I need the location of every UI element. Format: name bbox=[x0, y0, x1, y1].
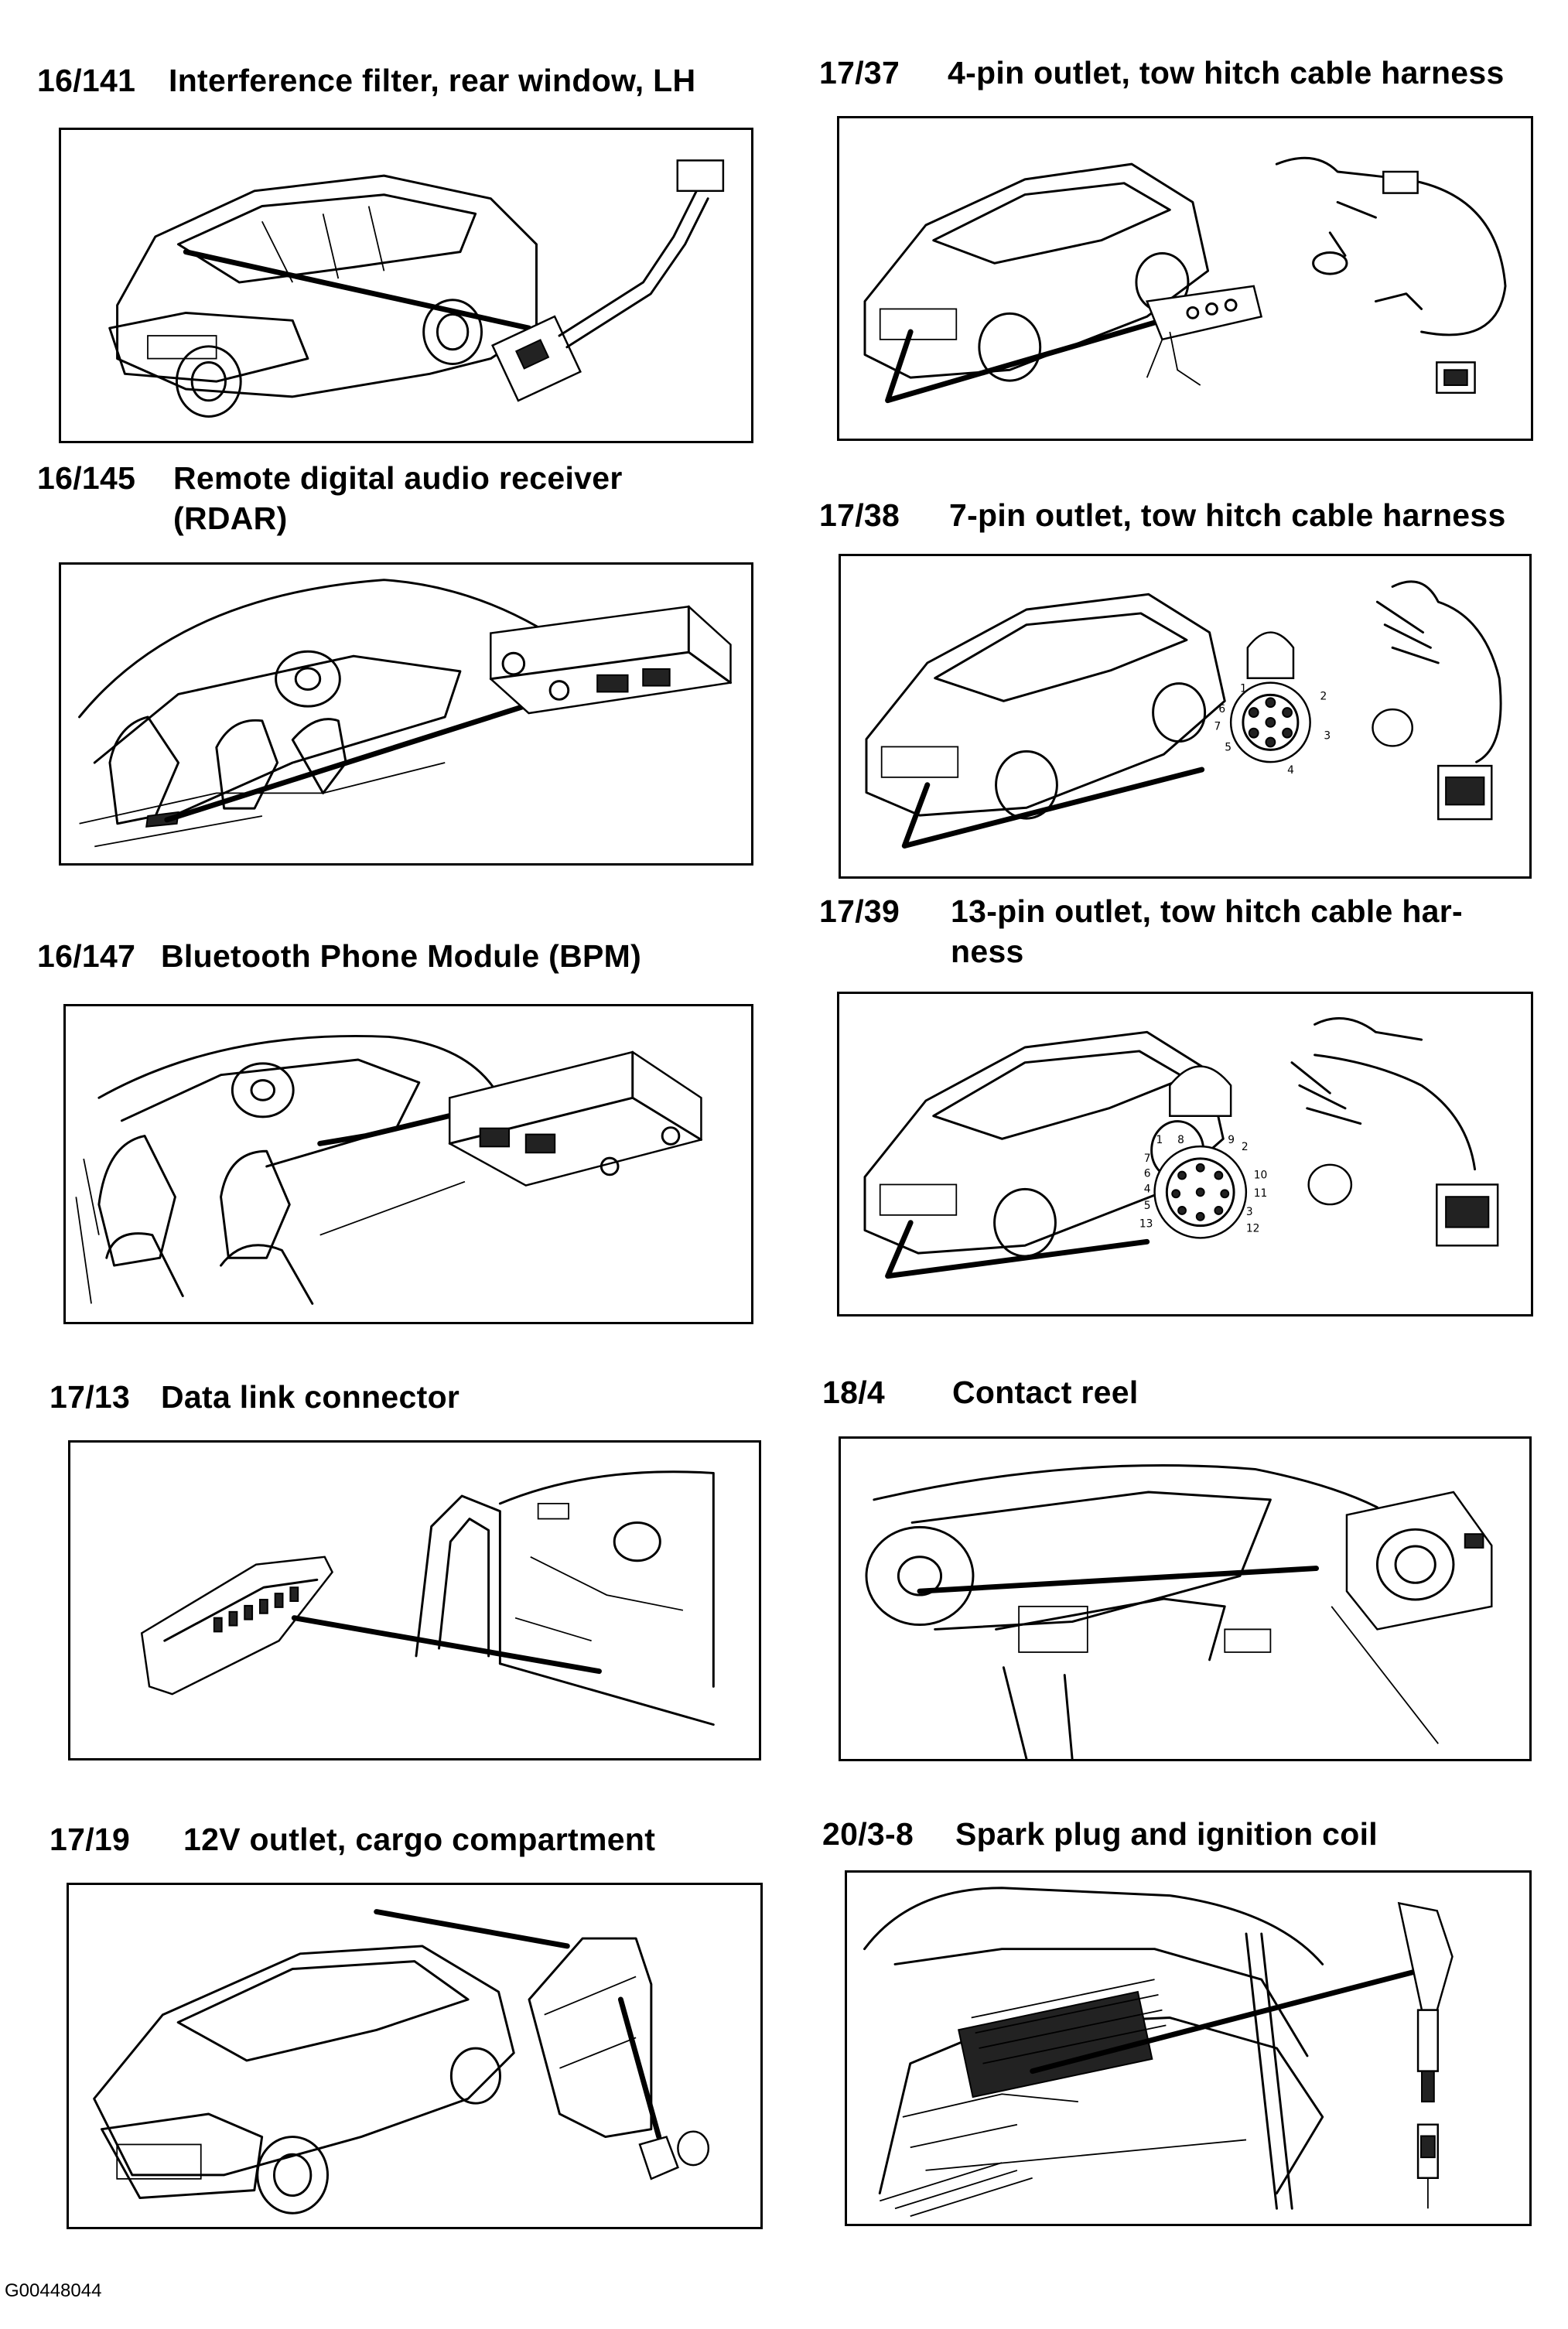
pin-label: 1 bbox=[1240, 682, 1247, 695]
section-title: 13-pin outlet, tow hitch cable har- ness bbox=[951, 893, 1463, 969]
sedan-with-cargo-outlet-drawing bbox=[93, 1909, 710, 2215]
heading-17-37: 17/37 4-pin outlet, tow hitch cable harne… bbox=[819, 53, 1505, 93]
heading-16-147: 16/147 Bluetooth Phone Module (BPM) bbox=[37, 936, 641, 976]
heading-18-4: 18/4 Contact reel bbox=[822, 1372, 1139, 1412]
figure-id: G00448044 bbox=[5, 2280, 102, 2301]
section-title: Remote digital audio receiver (RDAR) bbox=[173, 460, 623, 536]
sedan-with-filter-drawing bbox=[108, 159, 725, 418]
illustration-spark-plug-ignition-coil bbox=[845, 1870, 1532, 2226]
section-code: 17/19 bbox=[50, 1822, 131, 1857]
section-title: Data link connector bbox=[161, 1379, 460, 1415]
heading-20-3-8: 20/3-8 Spark plug and ignition coil bbox=[822, 1814, 1378, 1854]
pin-label: 4 bbox=[1144, 1183, 1151, 1195]
pin-label: 5 bbox=[1225, 741, 1232, 753]
section-code: 17/37 bbox=[819, 55, 900, 90]
pin-label: 9 bbox=[1228, 1134, 1235, 1146]
illustration-bpm bbox=[63, 1004, 753, 1324]
section-code: 17/13 bbox=[50, 1379, 131, 1415]
dashboard-with-contact-reel-drawing bbox=[865, 1464, 1493, 1759]
illustration-4-pin-outlet bbox=[837, 116, 1533, 441]
heading-16-145: 16/145 Remote digital audio receiver (RDA… bbox=[37, 458, 623, 538]
section-code: 16/141 bbox=[37, 63, 136, 98]
pin-label: 5 bbox=[1144, 1200, 1151, 1212]
section-title: Bluetooth Phone Module (BPM) bbox=[161, 938, 642, 974]
section-code: 17/39 bbox=[819, 893, 900, 929]
obd-connector-drawing bbox=[140, 1470, 715, 1726]
pin-label: 6 bbox=[1144, 1168, 1151, 1180]
interior-with-phone-module-drawing bbox=[75, 1034, 702, 1305]
pin-label: 6 bbox=[1218, 703, 1225, 715]
sedan-with-7-pin-socket-drawing: 1 2 3 4 5 6 7 bbox=[865, 580, 1502, 849]
section-code: 18/4 bbox=[822, 1375, 885, 1410]
section-code: 16/147 bbox=[37, 938, 136, 974]
section-title: 4-pin outlet, tow hitch cable harness bbox=[948, 55, 1505, 90]
heading-17-39: 17/39 13-pin outlet, tow hitch cable har-… bbox=[819, 891, 1463, 972]
pin-label: 7 bbox=[1144, 1153, 1151, 1165]
sedan-with-4-pin-harness-drawing bbox=[863, 156, 1507, 404]
illustration-13-pin-outlet: 1 2 3 4 5 6 7 8 9 10 11 12 13 bbox=[837, 992, 1533, 1316]
section-title: 7-pin outlet, tow hitch cable harness bbox=[949, 497, 1506, 533]
section-title: 12V outlet, cargo compartment bbox=[183, 1822, 656, 1857]
illustration-12v-outlet bbox=[67, 1883, 763, 2229]
pin-label: 4 bbox=[1287, 764, 1294, 777]
pin-label: 2 bbox=[1320, 690, 1327, 702]
heading-17-13: 17/13 Data link connector bbox=[50, 1377, 459, 1417]
heading-17-38: 17/38 7-pin outlet, tow hitch cable harne… bbox=[819, 495, 1506, 535]
pin-label: 1 bbox=[1156, 1134, 1163, 1146]
pin-label: 12 bbox=[1246, 1223, 1260, 1235]
engine-bay-with-coil-drawing bbox=[863, 1887, 1454, 2217]
illustration-rdar bbox=[59, 562, 753, 866]
section-code: 17/38 bbox=[819, 497, 900, 533]
illustration-7-pin-outlet: 1 2 3 4 5 6 7 bbox=[839, 554, 1532, 879]
illustration-data-link-connector bbox=[68, 1440, 761, 1760]
section-title: Spark plug and ignition coil bbox=[955, 1816, 1378, 1852]
interior-with-receiver-drawing bbox=[78, 579, 732, 848]
pin-label: 2 bbox=[1242, 1141, 1249, 1153]
pin-label: 3 bbox=[1246, 1206, 1253, 1218]
illustration-contact-reel bbox=[839, 1436, 1532, 1761]
pin-label: 7 bbox=[1214, 721, 1221, 733]
section-code: 20/3-8 bbox=[822, 1816, 914, 1852]
pin-label: 11 bbox=[1254, 1187, 1268, 1200]
heading-17-19: 17/19 12V outlet, cargo compartment bbox=[50, 1819, 655, 1859]
illustration-interference-filter bbox=[59, 128, 753, 443]
section-title: Interference filter, rear window, LH bbox=[169, 63, 696, 98]
section-title: Contact reel bbox=[952, 1375, 1139, 1410]
sedan-with-13-pin-socket-drawing: 1 2 3 4 5 6 7 8 9 10 11 12 13 bbox=[863, 1017, 1499, 1279]
pin-label: 8 bbox=[1177, 1134, 1184, 1146]
pin-label: 13 bbox=[1139, 1218, 1153, 1231]
pin-label: 10 bbox=[1254, 1170, 1268, 1182]
heading-16-141: 16/141 Interference filter, rear window, … bbox=[37, 60, 695, 101]
section-code: 16/145 bbox=[37, 460, 136, 496]
pin-label: 3 bbox=[1324, 730, 1331, 743]
